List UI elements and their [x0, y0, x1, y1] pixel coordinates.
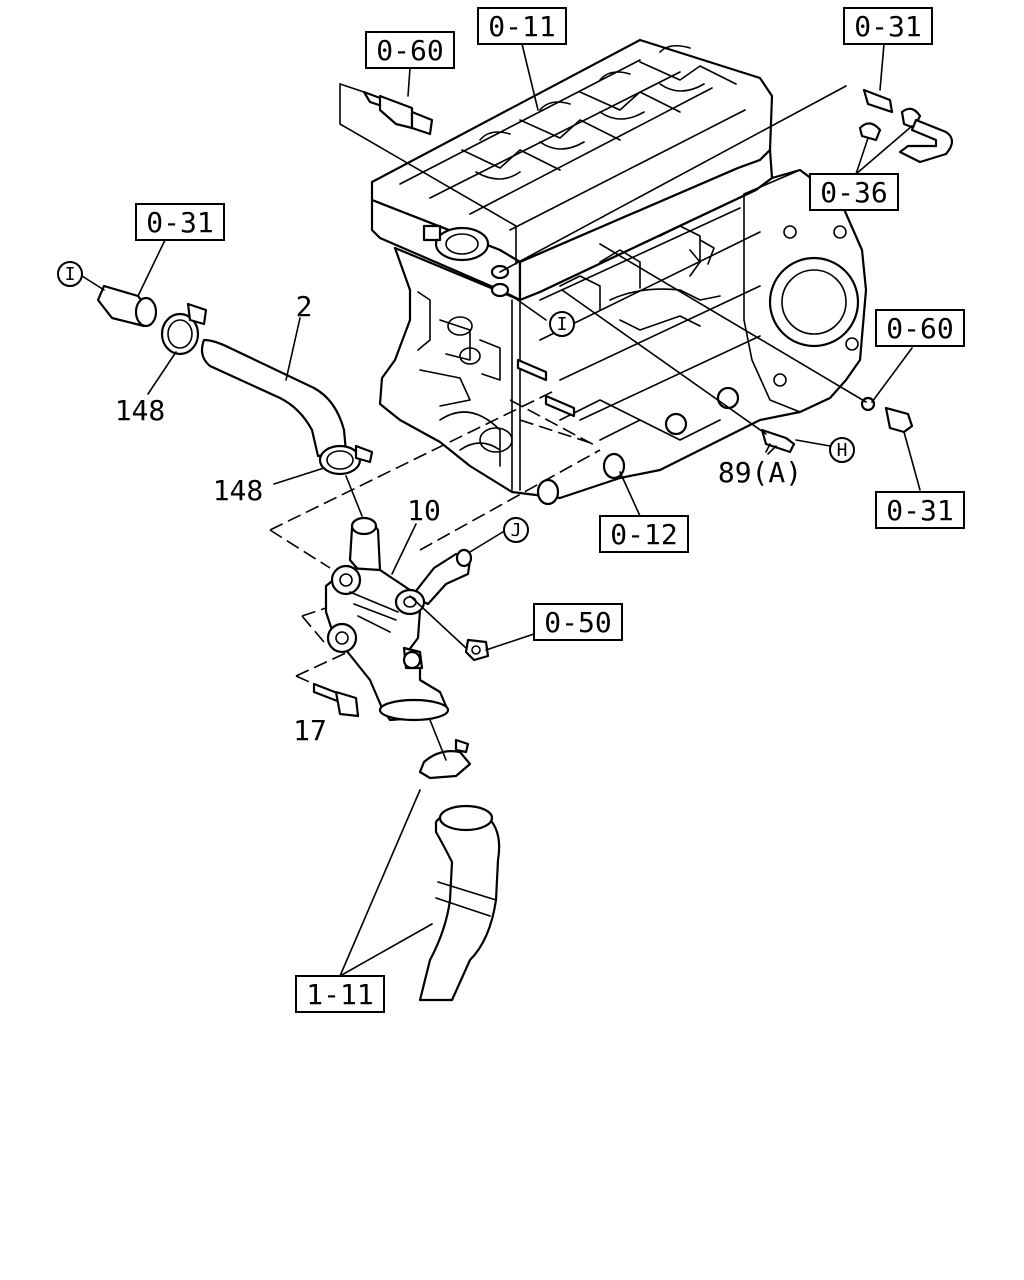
fasteners	[312, 638, 490, 718]
ref-label: 1-11	[306, 978, 373, 1011]
temperature-sensor	[362, 90, 434, 136]
ref-label: 0-36	[820, 176, 887, 209]
engine-block	[370, 38, 868, 506]
ref-label: 0-31	[886, 494, 953, 527]
ref-box-0-31-right: 0-31	[875, 491, 965, 529]
ref-box-0-11: 0-11	[477, 7, 567, 45]
bypass-hose-assembly	[96, 284, 374, 476]
ref-box-0-60-top: 0-60	[365, 31, 455, 69]
ref-box-0-12: 0-12	[599, 515, 689, 553]
part-number-148-upper: 148	[115, 394, 166, 427]
top-right-fittings	[858, 88, 954, 164]
ref-label: 0-12	[610, 518, 677, 551]
leader-lines	[81, 43, 921, 977]
connector-h: H	[829, 437, 855, 463]
svg-text:I: I	[65, 264, 76, 285]
svg-text:H: H	[837, 440, 848, 461]
radiator-hose-assembly	[418, 738, 501, 1002]
ref-box-0-50: 0-50	[533, 603, 623, 641]
part-number-10: 10	[407, 494, 441, 527]
ref-box-0-31-top: 0-31	[843, 7, 933, 45]
part-number-89a: 89(A)	[718, 456, 802, 489]
connector-i-left: I	[57, 261, 83, 287]
ref-label: 0-60	[886, 312, 953, 345]
block-fittings	[760, 396, 914, 454]
svg-text:J: J	[511, 520, 522, 541]
svg-text:I: I	[557, 314, 568, 335]
ref-box-1-11: 1-11	[295, 975, 385, 1013]
part-number-17: 17	[293, 714, 327, 747]
part-number-148-lower: 148	[213, 474, 264, 507]
ref-box-0-36: 0-36	[809, 173, 899, 211]
ref-box-0-60-right: 0-60	[875, 309, 965, 347]
ref-label: 0-31	[146, 206, 213, 239]
thermostat-housing	[324, 516, 473, 722]
ref-label: 0-31	[854, 10, 921, 43]
connector-i-block: I	[549, 311, 575, 337]
connector-j: J	[503, 517, 529, 543]
ref-label: 0-11	[488, 10, 555, 43]
ref-box-0-31-left: 0-31	[135, 203, 225, 241]
ref-label: 0-60	[376, 34, 443, 67]
ref-label: 0-50	[544, 606, 611, 639]
part-number-2: 2	[296, 290, 313, 323]
